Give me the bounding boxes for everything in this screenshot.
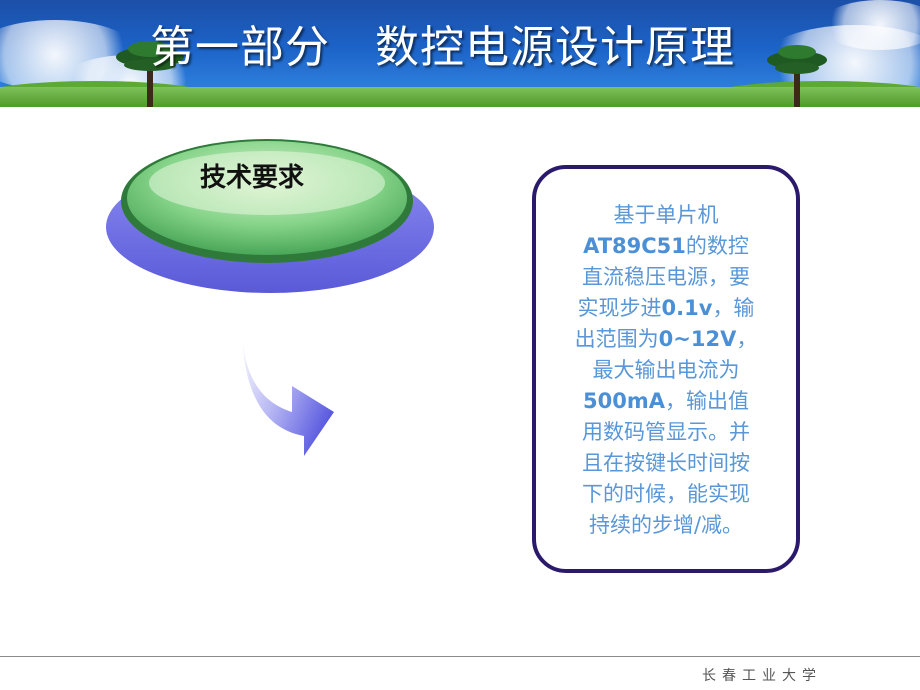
requirements-text-segment: 出范围为: [574, 327, 659, 351]
requirements-highlight: 500mA: [583, 389, 665, 413]
requirements-line: 最大输出电流为: [550, 355, 782, 386]
requirements-text-segment: 用数码管显示。并: [582, 420, 750, 444]
footer-university: 长春工业大学: [702, 668, 822, 684]
requirements-text-segment: ，输出值: [664, 389, 749, 413]
requirements-text-segment: 直流稳压电源，要: [582, 265, 750, 289]
requirements-line: 500mA，输出值: [550, 386, 782, 417]
requirements-highlight: 0~12V: [658, 327, 737, 351]
requirements-highlight: AT89C51: [583, 234, 686, 258]
requirements-text-segment: 实现步进: [577, 296, 662, 320]
requirements-line: 直流稳压电源，要: [550, 262, 782, 293]
requirements-highlight: 0.1v: [661, 296, 713, 320]
requirements-text-segment: 的数控: [685, 234, 749, 258]
requirements-text-segment: 且在按键长时间按: [582, 451, 750, 475]
requirements-line: 持续的步增/减。: [550, 510, 782, 541]
oval-label: 技术要求: [200, 163, 305, 193]
tree-icon: [116, 41, 184, 107]
requirements-line: 下的时候，能实现: [550, 479, 782, 510]
page-title: 第一部分 数控电源设计原理: [150, 22, 735, 73]
requirements-line: 基于单片机: [550, 200, 782, 231]
oval-highlight: [149, 151, 385, 215]
cloud-decoration: [820, 0, 920, 50]
tree-icon: [767, 45, 827, 107]
requirements-line: 用数码管显示。并: [550, 417, 782, 448]
footer-divider: [0, 656, 920, 657]
header-banner: 第一部分 数控电源设计原理: [0, 0, 920, 107]
requirements-box: [532, 165, 800, 573]
curved-arrow-right-icon: [242, 332, 334, 456]
grass-strip: [0, 87, 920, 107]
requirements-text-segment: 基于单片机: [613, 203, 719, 227]
requirements-line: 实现步进0.1v，输: [550, 293, 782, 324]
requirements-text-segment: ，: [736, 327, 758, 351]
requirements-text-segment: ，输: [712, 296, 755, 320]
requirements-text-segment: 下的时候，能实现: [582, 482, 750, 506]
requirements-line: AT89C51的数控: [550, 231, 782, 262]
requirements-line: 出范围为0~12V，: [550, 324, 782, 355]
requirements-text-segment: 持续的步增/减。: [588, 513, 744, 537]
oval-callout: [106, 139, 434, 293]
requirements-line: 且在按键长时间按: [550, 448, 782, 479]
requirements-text-segment: 最大输出电流为: [592, 358, 740, 382]
